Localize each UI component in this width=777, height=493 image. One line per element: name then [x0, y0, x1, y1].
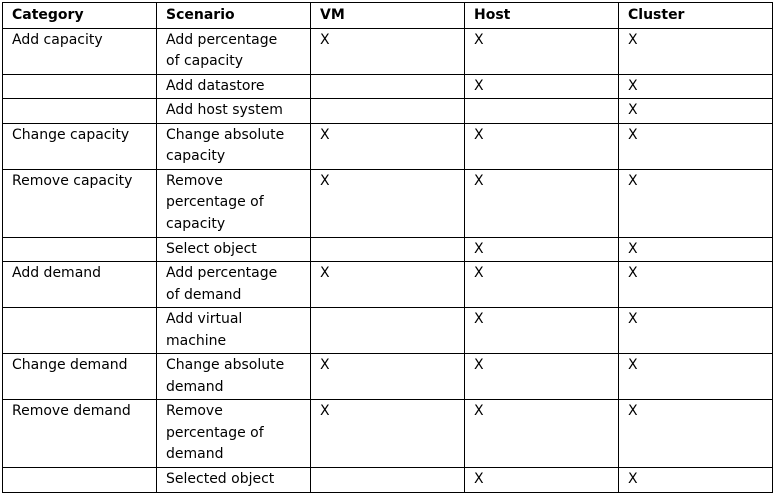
table-row: Remove demand Remove percentage of deman… [2, 399, 773, 468]
vm-cell [310, 467, 465, 493]
host-cell: X [464, 168, 619, 238]
table-row: Add host system X [2, 98, 773, 124]
header-category: Category [2, 2, 157, 29]
category-cell [2, 467, 157, 493]
scenario-cell: Add virtual machine [156, 307, 311, 354]
table-row: Select object X X [2, 236, 773, 262]
vm-cell: X [310, 122, 465, 170]
host-cell: X [464, 261, 619, 308]
scenario-cell: Select object [156, 236, 311, 262]
table-row: Change demand Change absolute demand X X… [2, 353, 773, 400]
cluster-cell: X [618, 168, 773, 238]
table-row: Change capacity Change absolute capacity… [2, 122, 773, 170]
scenario-cell: Selected object [156, 467, 311, 493]
scenario-cell: Change absolute demand [156, 353, 311, 400]
header-cluster: Cluster [618, 2, 773, 29]
table-row: Add virtual machine X X [2, 307, 773, 354]
host-cell: X [464, 122, 619, 170]
cluster-cell: X [618, 399, 773, 468]
category-cell [2, 236, 157, 262]
scenario-cell: Add host system [156, 98, 311, 124]
vm-cell [310, 307, 465, 354]
scenario-cell: Add datastore [156, 73, 311, 99]
host-cell: X [464, 399, 619, 468]
category-cell: Add capacity [2, 27, 157, 75]
category-cell: Change demand [2, 353, 157, 400]
host-cell: X [464, 73, 619, 99]
vm-cell: X [310, 353, 465, 400]
cluster-cell: X [618, 353, 773, 400]
table-row: Remove capacity Remove percentage of cap… [2, 168, 773, 238]
host-cell: X [464, 236, 619, 262]
vm-cell: X [310, 27, 465, 75]
vm-cell [310, 236, 465, 262]
scenario-cell: Add percentage of capacity [156, 27, 311, 75]
host-cell: X [464, 467, 619, 493]
scenario-cell: Remove percentage of capacity [156, 168, 311, 238]
category-cell [2, 98, 157, 124]
cluster-cell: X [618, 122, 773, 170]
header-scenario: Scenario [156, 2, 311, 29]
header-host: Host [464, 2, 619, 29]
scenario-cell: Change absolute capacity [156, 122, 311, 170]
host-cell [464, 98, 619, 124]
scenario-cell: Remove percentage of demand [156, 399, 311, 468]
vm-cell [310, 73, 465, 99]
vm-cell: X [310, 399, 465, 468]
cluster-cell: X [618, 261, 773, 308]
cluster-cell: X [618, 73, 773, 99]
cluster-cell: X [618, 236, 773, 262]
cluster-cell: X [618, 307, 773, 354]
category-cell: Change capacity [2, 122, 157, 170]
vm-cell: X [310, 261, 465, 308]
table-row: Add demand Add percentage of demand X X … [2, 261, 773, 308]
cluster-cell: X [618, 98, 773, 124]
category-cell [2, 73, 157, 99]
host-cell: X [464, 307, 619, 354]
category-cell: Remove demand [2, 399, 157, 468]
vm-cell [310, 98, 465, 124]
table-row: Add capacity Add percentage of capacity … [2, 27, 773, 75]
scenario-cell: Add percentage of demand [156, 261, 311, 308]
cluster-cell: X [618, 467, 773, 493]
host-cell: X [464, 27, 619, 75]
category-cell [2, 307, 157, 354]
host-cell: X [464, 353, 619, 400]
category-cell: Remove capacity [2, 168, 157, 238]
header-vm: VM [310, 2, 465, 29]
cluster-cell: X [618, 27, 773, 75]
table-row: Selected object X X [2, 467, 773, 493]
category-cell: Add demand [2, 261, 157, 308]
vm-cell: X [310, 168, 465, 238]
table-header-row: Category Scenario VM Host Cluster [2, 2, 773, 29]
table-row: Add datastore X X [2, 73, 773, 99]
